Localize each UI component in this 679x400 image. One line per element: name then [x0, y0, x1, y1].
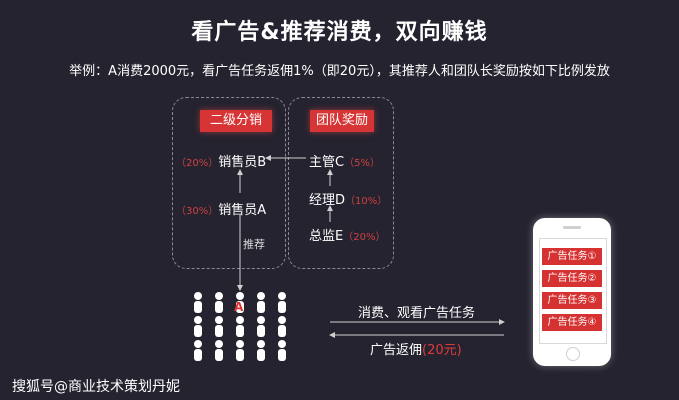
- person-icon: [194, 340, 202, 361]
- recommend-label: 推荐: [243, 238, 265, 251]
- manager-d-pct: （10%）: [345, 196, 388, 207]
- crowd-marker-a: A: [234, 300, 244, 314]
- phone-speaker: [563, 226, 581, 229]
- salesperson-a-pct: （30%）: [176, 206, 219, 217]
- director-e-node: 总监E（20%）: [309, 225, 385, 244]
- supervisor-c-label: 主管C: [309, 155, 345, 170]
- salesperson-b-pct: （20%）: [176, 158, 219, 169]
- salesperson-a-label: 销售员A: [218, 203, 267, 218]
- salesperson-b-label: 销售员B: [218, 155, 267, 170]
- person-icon: [236, 292, 244, 313]
- team-tag: 团队奖励: [310, 110, 374, 132]
- rebate-label-text: 广告返佣: [370, 343, 423, 358]
- page-title: 看广告&推荐消费，双向赚钱: [191, 20, 488, 45]
- task-flow-label: 消费、观看广告任务: [358, 306, 476, 321]
- phone-home-button: [566, 347, 580, 361]
- director-e-label: 总监E: [309, 229, 344, 244]
- supervisor-c-node: 主管C（5%）: [309, 151, 380, 170]
- person-icon: [236, 340, 244, 361]
- person-icon: [194, 316, 202, 337]
- rebate-amount: (20元): [422, 343, 462, 358]
- salesperson-b-node: （20%）销售员B: [176, 151, 266, 170]
- supervisor-c-pct: （5%）: [344, 158, 380, 169]
- person-icon: [278, 292, 286, 313]
- person-icon: [278, 340, 286, 361]
- rebate-flow-label: 广告返佣(20元): [370, 339, 462, 358]
- person-icon: [215, 340, 223, 361]
- ad-task-button-4[interactable]: 广告任务④: [542, 314, 602, 331]
- manager-d-node: 经理D（10%）: [309, 189, 387, 208]
- ad-task-button-1[interactable]: 广告任务①: [542, 248, 602, 265]
- ad-task-button-2[interactable]: 广告任务②: [542, 270, 602, 287]
- person-icon: [257, 340, 265, 361]
- person-icon: [215, 292, 223, 313]
- page-subtitle: 举例：A消费2000元，看广告任务返佣1%（即20元），其推荐人和团队长奖励按如…: [69, 64, 610, 79]
- ad-task-button-3[interactable]: 广告任务③: [542, 292, 602, 309]
- distribution-panel: [172, 97, 286, 269]
- person-icon: [257, 292, 265, 313]
- person-icon: [194, 292, 202, 313]
- person-icon: [236, 316, 244, 337]
- manager-d-label: 经理D: [309, 193, 346, 208]
- salesperson-a-node: （30%）销售员A: [176, 199, 266, 218]
- person-icon: [215, 316, 223, 337]
- person-icon: [257, 316, 265, 337]
- watermark: 搜狐号@商业技术策划丹妮: [12, 379, 180, 395]
- person-icon: [278, 316, 286, 337]
- distribution-tag: 二级分销: [200, 110, 272, 132]
- team-panel: [288, 97, 394, 269]
- director-e-pct: （20%）: [343, 232, 386, 243]
